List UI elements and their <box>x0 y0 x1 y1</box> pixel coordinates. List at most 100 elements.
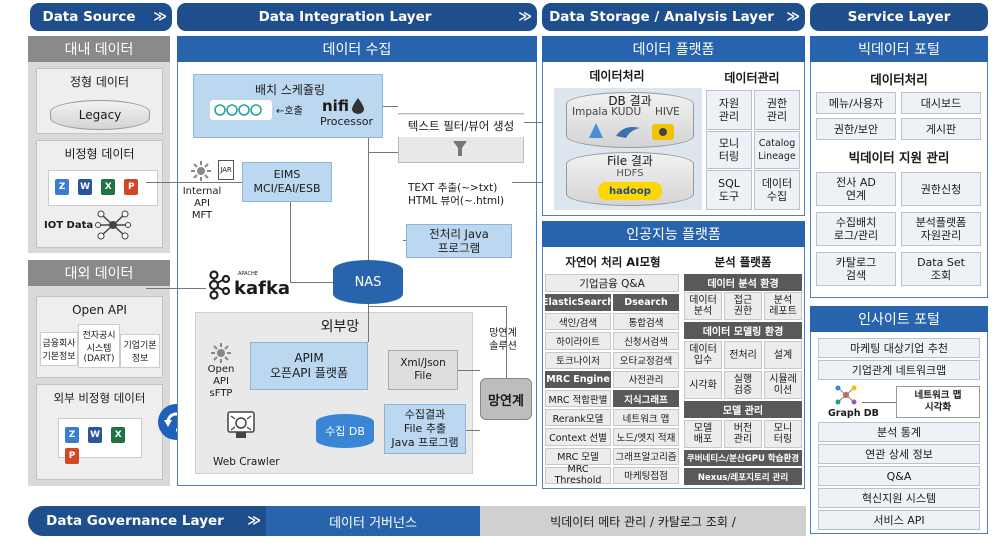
nlp-cell: MRC 모델 <box>545 447 611 465</box>
web-crawler-icon <box>227 411 255 438</box>
governance-left: 데이터 거버넌스 <box>266 506 480 536</box>
mgmt-cell: 권한 관리 <box>754 90 800 130</box>
header-integration-label: Data Integration Layer <box>258 9 432 25</box>
insight-item: 서비스 API <box>818 510 980 530</box>
model-mgmt-cell: 모니 터링 <box>764 420 802 448</box>
filter-icon <box>453 141 467 156</box>
hadoop-logo: hadoop <box>598 182 662 200</box>
external-unstructured-label: 외부 비정형 데이터 <box>53 391 146 405</box>
nas-storage: NAS <box>333 260 403 304</box>
mgmt-cell: 모니 터링 <box>706 131 752 169</box>
internal-api-label: Internal API MFT <box>182 186 222 221</box>
text-filter-label: 텍스트 필터/뷰어 생성 <box>398 115 524 137</box>
nlp-cell: Rerank모델 <box>545 409 611 427</box>
db-result-label: DB 결과 <box>608 93 652 108</box>
support-cell: 카탈로그 검색 <box>816 252 896 286</box>
model-mgmt-cell: 버전 관리 <box>724 420 762 448</box>
html-viewer-label: HTML 뷰어(~.html) <box>408 195 505 207</box>
external-sources: 금융회사 기본정보 전자공시 시스템 (DART) 기업기본 정보 <box>40 324 160 372</box>
support-cell: 수집배치 로그/관리 <box>816 212 896 246</box>
jar-label: JAR <box>220 166 232 174</box>
structured-data-label: 정형 데이터 <box>69 74 129 89</box>
legacy-db: Legacy <box>50 100 150 130</box>
insight-item: 기업관계 네트워크맵 <box>818 360 980 380</box>
header-service-label: Service Layer <box>847 9 951 25</box>
service-cell: 대시보드 <box>901 92 981 114</box>
connector-line <box>146 182 242 183</box>
nlp-cell: MRC Threshold <box>545 464 611 486</box>
connector-line <box>403 240 406 241</box>
chevron-right-icon: ≫ <box>518 9 532 25</box>
service-cell: 게시판 <box>901 118 981 140</box>
external-source-item: 금융회사 기본정보 <box>40 332 78 366</box>
nlp-title: 자연어 처리 AI모형 <box>565 255 661 269</box>
insight-item: 마케팅 대상기업 추천 <box>818 338 980 358</box>
model-env-cell: 설계 <box>764 341 802 369</box>
nifi-logo: nifi <box>322 97 349 115</box>
hive-icon <box>652 124 674 140</box>
nlp-cell: 네트워크 맵 <box>613 409 679 427</box>
header-storage: Data Storage / Analysis Layer ≫ <box>542 3 805 31</box>
nlp-cell: 그래프알고리즘 <box>613 447 679 465</box>
model-env-cell: 전처리 <box>724 341 762 369</box>
support-cell: 전사 AD 연계 <box>816 172 896 206</box>
header-data-source: Data Source ≫ <box>30 3 172 31</box>
nlp-cell: 하이라이트 <box>545 332 611 350</box>
external-source-item: 전자공시 시스템 (DART) <box>78 324 120 368</box>
mgmt-cell: 데이터 수집 <box>754 170 800 210</box>
support-cell: 분석플랫폼 자원관리 <box>901 212 981 246</box>
ppt-file-icon: P <box>65 448 79 464</box>
nlp-cell: 통합검색 <box>613 313 679 331</box>
hive-label: HIVE <box>655 106 680 118</box>
model-env-cell: 데이터 입수 <box>684 341 722 369</box>
mgmt-cell: 자원 관리 <box>706 90 752 130</box>
connector-line <box>862 402 896 403</box>
env-cell: 접근 권한 <box>724 292 762 320</box>
connector-line <box>458 370 480 371</box>
support-title: 빅데이터 지원 관리 <box>848 149 950 165</box>
connector-line <box>383 106 398 107</box>
support-cell: 권한신청 <box>901 172 981 206</box>
word-file-icon: W <box>88 427 103 443</box>
data-management-title: 데이터관리 <box>724 70 780 85</box>
ai-platform-title: 인공지능 플랫폼 <box>542 221 805 247</box>
analysis-env-title: 데이터 분석 환경 <box>684 274 802 291</box>
hdfs-label: HDFS <box>616 167 644 179</box>
document-icons: Z W X P <box>48 170 158 206</box>
call-label: ←호출 <box>276 106 303 117</box>
header-data-source-label: Data Source <box>42 9 136 25</box>
model-mgmt-title: 모델 관리 <box>684 401 802 418</box>
nlp-cell: 지식그래프 <box>613 390 679 408</box>
batch-scheduling-label: 배치 스케쥴링 <box>254 82 326 97</box>
hadoop-label: hadoop <box>609 185 651 197</box>
nlp-cell: ElasticSearch <box>542 294 614 312</box>
model-env-cell: 시뮬레 이션 <box>764 371 802 399</box>
connector-line <box>368 152 398 153</box>
modeling-env-title: 데이터 모델링 환경 <box>684 322 802 339</box>
nlp-cell: 오타교정검색 <box>613 351 679 369</box>
xml-json-file: Xml/Json File <box>388 350 458 390</box>
model-mgmt-cell: 모델 배포 <box>684 420 722 448</box>
connector-line <box>290 202 291 282</box>
model-env-cell: 시각화 <box>684 371 722 399</box>
unstructured-data-label: 비정형 데이터 <box>64 146 135 161</box>
open-api-label: Open API <box>72 303 127 317</box>
nlp-cell: Dsearch <box>613 294 679 312</box>
header-service: Service Layer <box>810 3 988 31</box>
nlp-cell: 토크나이저 <box>545 351 611 369</box>
kafka-icon <box>208 270 231 300</box>
nlp-cell: 신청서검색 <box>613 332 679 350</box>
collect-db-label: 수집 DB <box>325 425 365 438</box>
word-file-icon: W <box>78 179 93 195</box>
eims-box: EIMS MCI/EAI/ESB <box>242 162 332 202</box>
external-source-item: 기업기본 정보 <box>120 334 160 368</box>
kafka-label: kafka <box>234 278 291 299</box>
connector-line <box>512 182 542 183</box>
net-solution-label: 망연계 솔루션 <box>489 328 517 352</box>
env-cell: 분석 레포트 <box>764 292 802 320</box>
collect-db: 수집 DB <box>316 414 374 448</box>
insight-item: 연관 상세 정보 <box>818 444 980 464</box>
nifi-drop-icon <box>352 98 364 114</box>
chevron-right-icon: ≫ <box>786 9 800 25</box>
